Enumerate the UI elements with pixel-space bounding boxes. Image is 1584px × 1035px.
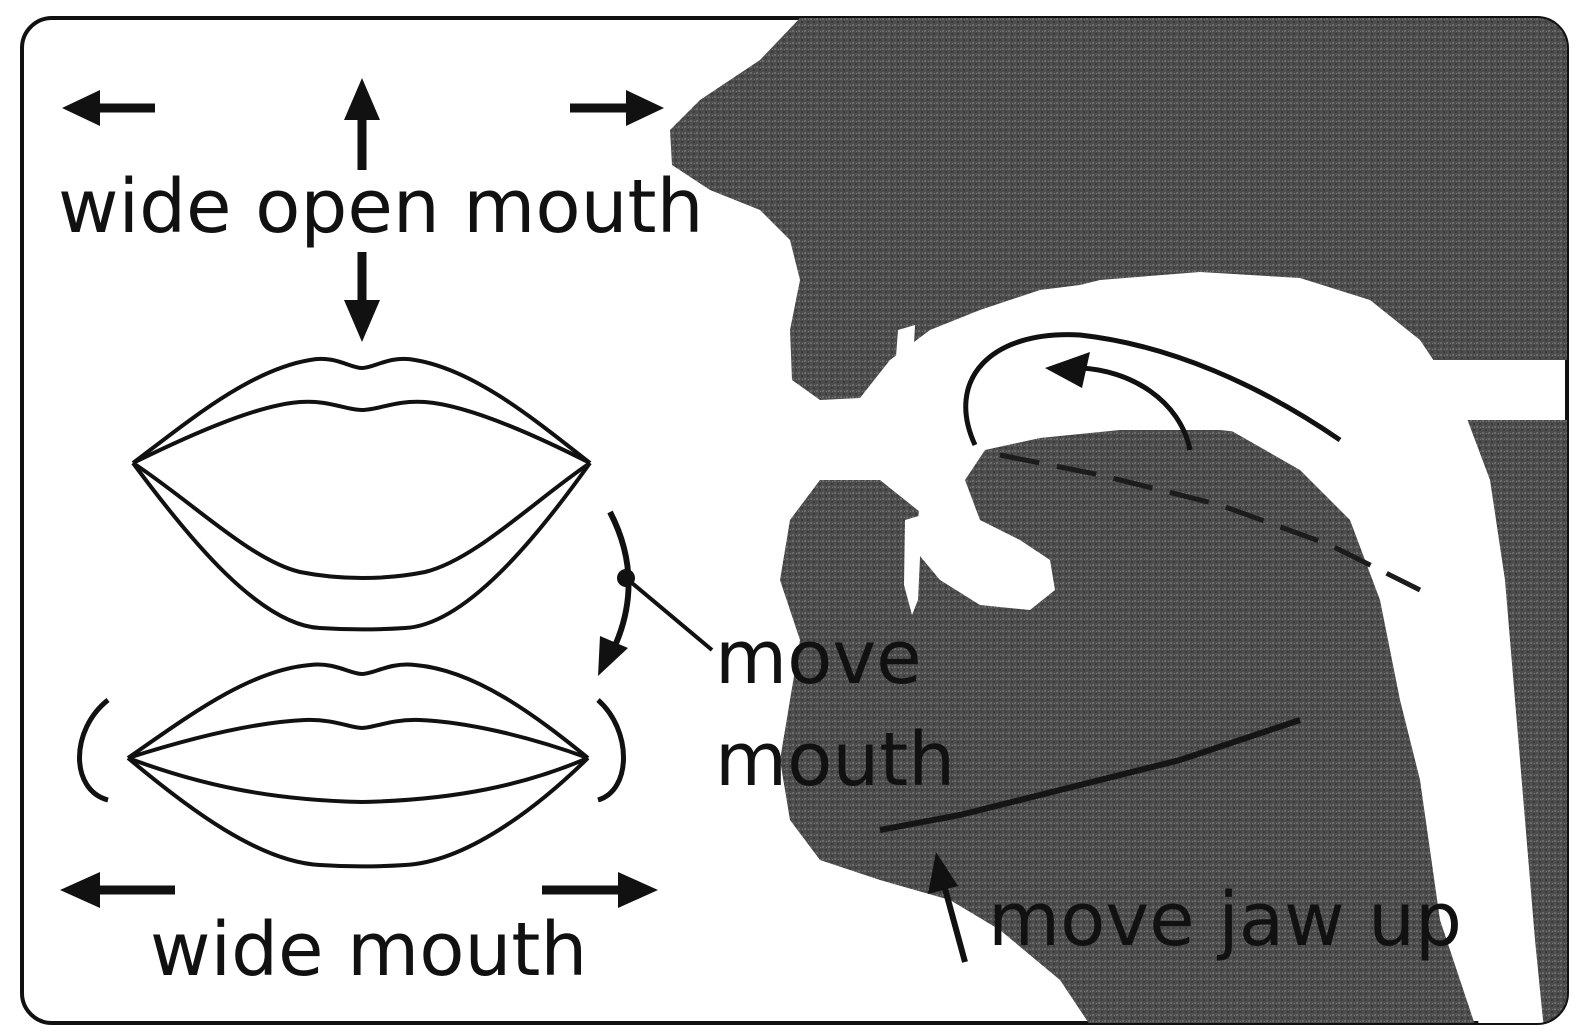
label-move-jaw-up: move jaw up [988,877,1462,963]
label-wide-open-mouth: wide open mouth [58,164,703,250]
label-move-mouth-line1: move [715,615,922,701]
label-move-mouth-line2: mouth [715,717,955,803]
label-wide-mouth: wide mouth [150,907,587,993]
